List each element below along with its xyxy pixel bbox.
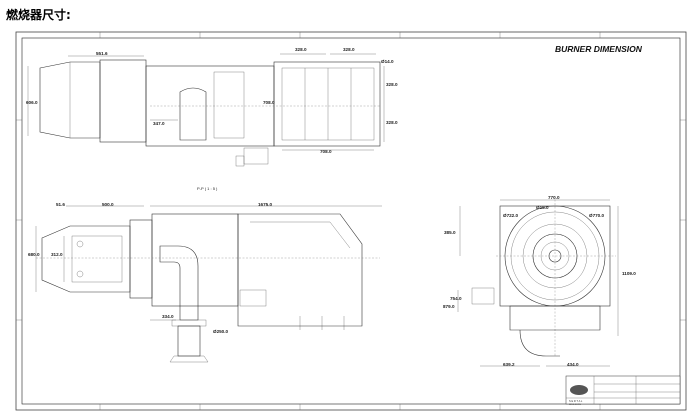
dim-dia-250: Ø250.0 (213, 329, 229, 334)
top-view-dims: 551.6 606.0 347.0 328.0 328.0 Ø14.0 328.… (26, 47, 398, 154)
dim-328-a: 328.0 (295, 47, 307, 52)
company-name: S E R T A L (569, 399, 583, 403)
dim-500: 500.0 (102, 202, 114, 207)
drawing-title: BURNER DIMENSION (555, 44, 643, 54)
dim-347: 347.0 (153, 121, 165, 126)
company-sub: BRULEURS (569, 404, 581, 406)
page-heading: 燃烧器尺寸: (6, 8, 71, 22)
dim-1109: 1109.0 (622, 271, 636, 276)
dim-51-6: 51.6 (56, 202, 65, 207)
side-view-dims: 51.6 500.0 1675.0 680.0 312.0 334.0 Ø250… (28, 202, 272, 334)
end-view (457, 196, 619, 367)
dim-334: 334.0 (162, 314, 174, 319)
frame-ticks (16, 32, 686, 410)
dim-328-d: 328.0 (386, 120, 398, 125)
dim-770: 770.0 (548, 195, 560, 200)
top-view (27, 53, 385, 167)
company-logo (570, 385, 588, 395)
section-label: P-P ( 1 : 5 ) (197, 186, 218, 191)
dim-879: 879.0 (443, 304, 455, 309)
dim-328-c: 328.0 (386, 82, 398, 87)
dim-754: 754.0 (450, 296, 462, 301)
dim-708-b: 708.0 (320, 149, 332, 154)
dim-434: 434.0 (567, 362, 579, 367)
dim-385: 385.0 (444, 230, 456, 235)
side-view (35, 205, 382, 363)
dim-708-a: 708.0 (263, 100, 275, 105)
dim-680: 680.0 (28, 252, 40, 257)
dim-551-6: 551.6 (96, 51, 108, 56)
dim-606: 606.0 (26, 100, 38, 105)
dim-dia-18: Ø18.0 (536, 205, 549, 210)
sheet-frame (15, 31, 687, 411)
dim-312: 312.0 (51, 252, 63, 257)
dim-dia-722: Ø722.0 (503, 213, 519, 218)
dim-dia-14: Ø14.0 (381, 59, 394, 64)
dim-328-b: 328.0 (343, 47, 355, 52)
end-view-dims: 770.0 Ø18.0 Ø722.0 Ø770.0 385.0 1109.0 7… (443, 195, 636, 367)
dim-dia-770: Ø770.0 (589, 213, 605, 218)
dim-1675: 1675.0 (258, 202, 272, 207)
dim-639-2: 639.2 (503, 362, 515, 367)
title-block: S E R T A L BRULEURS (565, 375, 681, 406)
inner-frame (21, 37, 681, 405)
